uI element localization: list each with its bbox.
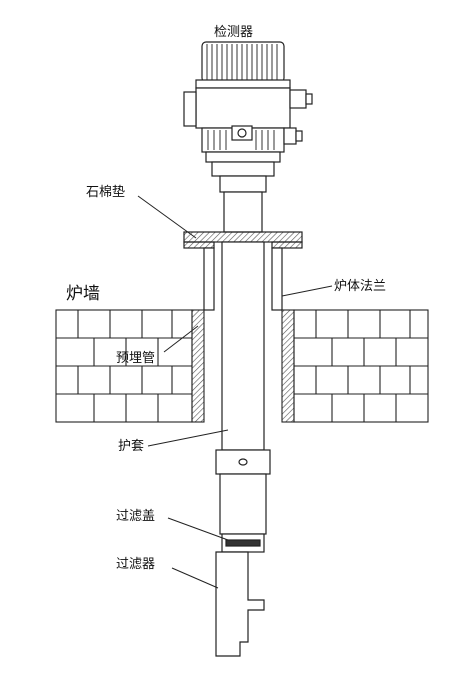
leader-asbestos-gasket [137, 195, 197, 239]
furnace-flange-left [183, 241, 215, 249]
detector-bolt [237, 128, 247, 138]
leader-lines [137, 195, 333, 589]
probe-upper-tube [223, 191, 263, 233]
leader-furnace-flange [281, 285, 333, 297]
asbestos-gasket-shape [183, 231, 303, 243]
lower-sensor [215, 449, 271, 553]
embedded-pipe-left [191, 309, 205, 423]
label-detector: 检测器 [214, 25, 254, 40]
label-furnace-wall: 炉墙 [66, 284, 100, 304]
detector-head [183, 41, 313, 193]
detector-left-lug [183, 91, 197, 127]
detector-stem [219, 175, 267, 193]
detector-cap-ribs [206, 44, 278, 80]
filter-body [215, 551, 265, 657]
detector-lower-ribs [207, 130, 275, 150]
label-furnace-flange: 炉体法兰 [334, 279, 387, 294]
label-sheath: 护套 [118, 439, 145, 454]
filter-shape [215, 551, 265, 657]
sensor-housing [219, 473, 267, 535]
detector-body [195, 87, 291, 129]
furnace-wall-right [293, 309, 429, 423]
cable-gland-lower-tip [295, 130, 303, 142]
sheath-tube [221, 241, 265, 451]
detector-cap-rim [195, 79, 291, 89]
sheath-body [221, 241, 265, 451]
detector-connector [211, 161, 275, 177]
embedded-pipe-right [281, 309, 295, 423]
probe-tube [223, 191, 263, 233]
cable-gland-upper-tip [305, 93, 313, 105]
furnace-flange-right [271, 241, 303, 249]
label-filter: 过滤器 [116, 557, 156, 572]
flange-nozzle-left [203, 247, 215, 311]
joint-hole [238, 458, 248, 466]
label-asbestos-gasket: 石棉垫 [86, 185, 126, 200]
filter-cap-grille [225, 539, 261, 547]
leader-filter-cap [167, 517, 229, 541]
embedded-pipe [191, 309, 295, 423]
cable-gland-lower [283, 127, 297, 145]
flange-nozzle-right [271, 247, 283, 311]
cable-gland-upper [289, 89, 307, 109]
label-filter-cap: 过滤盖 [116, 509, 156, 524]
label-embedded-pipe: 预埋管 [116, 351, 156, 366]
leader-embedded-pipe [163, 325, 199, 353]
leader-filter [171, 567, 219, 589]
furnace-wall-left [55, 309, 193, 423]
detector-neck [205, 151, 281, 163]
leader-sheath [147, 429, 229, 447]
